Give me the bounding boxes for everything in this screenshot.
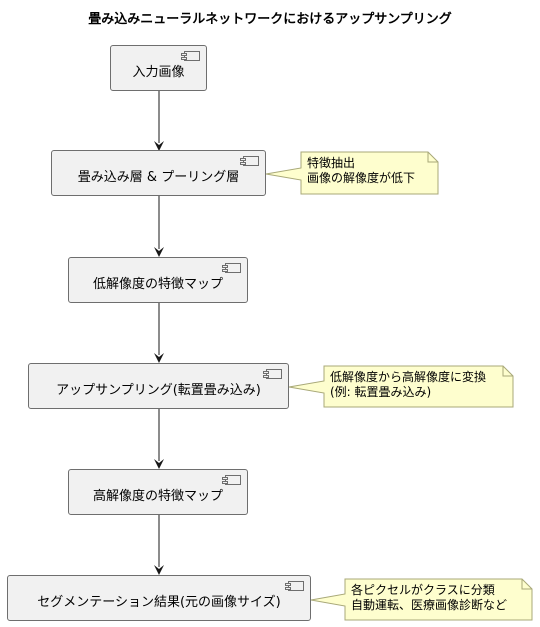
arrow-5 (154, 515, 164, 575)
note-2-shape (288, 365, 514, 408)
component-icon (263, 369, 282, 379)
node-label: 畳み込み層 & プーリング層 (77, 169, 240, 185)
node-label: セグメンテーション結果(元の画像サイズ) (37, 594, 281, 610)
arrow-2 (154, 196, 164, 257)
note-upsampling: 低解像度から高解像度に変換 (例: 転置畳み込み) (324, 366, 513, 407)
node-label: アップサンプリング(転置畳み込み) (56, 382, 261, 398)
node-input-image: 入力画像 (110, 45, 207, 91)
arrow-3 (154, 303, 164, 363)
note-line: (例: 転置畳み込み) (330, 385, 432, 399)
component-icon (285, 581, 304, 591)
arrow-4 (154, 409, 164, 469)
node-high-res-feature-map: 高解像度の特徴マップ (68, 469, 248, 515)
arrow-1 (154, 91, 164, 151)
note-feature-extraction: 特徴抽出 画像の解像度が低下 (301, 152, 438, 194)
component-icon (222, 475, 241, 485)
note-line: 各ピクセルがクラスに分類 (351, 583, 495, 597)
note-line: 低解像度から高解像度に変換 (330, 370, 487, 384)
note-line: 特徴抽出 (307, 156, 356, 170)
component-icon (222, 263, 241, 273)
note-segmentation: 各ピクセルがクラスに分類 自動運転、医療画像診断など (345, 579, 532, 620)
flow-arrows (154, 91, 164, 575)
note-1-shape (265, 151, 439, 195)
component-icon (181, 51, 200, 61)
node-label: 高解像度の特徴マップ (92, 488, 223, 504)
node-label: 低解像度の特徴マップ (92, 276, 223, 292)
diagram-title: 畳み込みニューラルネットワークにおけるアップサンプリング (88, 12, 452, 27)
note-line: 自動運転、医療画像診断など (351, 598, 508, 612)
node-label: 入力画像 (132, 64, 185, 80)
component-icon (240, 156, 259, 166)
node-segmentation-result: セグメンテーション結果(元の画像サイズ) (7, 575, 311, 621)
node-upsampling: アップサンプリング(転置畳み込み) (28, 363, 289, 409)
node-low-res-feature-map: 低解像度の特徴マップ (68, 257, 248, 303)
note-3-shape (310, 578, 533, 621)
note-line: 画像の解像度が低下 (307, 171, 416, 185)
node-conv-pooling: 畳み込み層 & プーリング層 (51, 150, 266, 196)
